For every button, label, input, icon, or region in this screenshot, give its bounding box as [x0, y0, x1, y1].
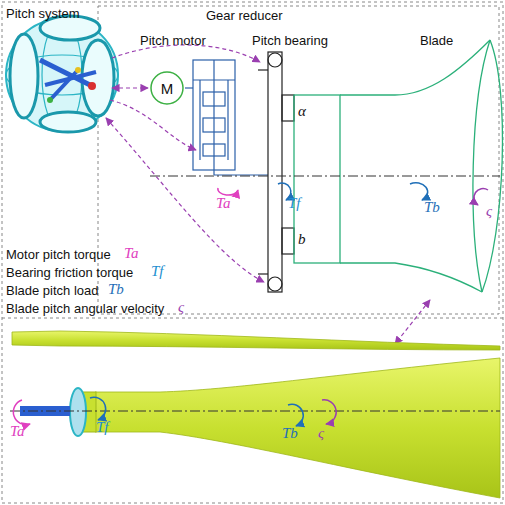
drawing-path [473, 40, 490, 292]
motor-symbol: M [161, 80, 174, 97]
velocity-arrow [322, 400, 336, 424]
point-label: α [298, 104, 306, 119]
velocity-symbol: ς [486, 204, 492, 219]
drawing-line [45, 72, 96, 85]
torque-symbol: Tb [282, 426, 298, 441]
velocity-symbol: ς [178, 300, 184, 315]
velocity-symbol: ς [318, 426, 324, 441]
drawing-circle [47, 97, 53, 103]
drawing-line [227, 80, 228, 160]
torque-arrow [90, 397, 106, 420]
blade-outline [294, 40, 502, 292]
drawing-rect [268, 52, 282, 292]
inner-frame [98, 6, 499, 314]
drawing-rect [282, 228, 294, 254]
drawing-ellipse [82, 40, 114, 116]
symbol-description: Bearing friction torque [6, 265, 133, 280]
drawing-path [482, 40, 502, 292]
drawing-rect [282, 95, 294, 121]
torque-symbol: Ta [10, 424, 24, 439]
drawing-circle [88, 82, 96, 90]
drawing-line [213, 60, 214, 175]
part-name: Blade [420, 33, 453, 48]
torque-symbol: Tb [108, 282, 124, 297]
part-name: Pitch system [6, 6, 80, 21]
torque-symbol: Ta [216, 196, 230, 211]
drawing-line [258, 69, 268, 70]
drawing-circle [268, 277, 282, 291]
axis-line [150, 176, 500, 177]
pitch-bearing-disc [70, 388, 86, 436]
motor-circle: M [150, 71, 184, 105]
drawing-rect [294, 95, 340, 263]
part-name: Pitch motor [140, 33, 206, 48]
blade-side-view [12, 331, 500, 350]
torque-symbol: Tf [151, 264, 164, 279]
drawing-line [50, 70, 78, 100]
drawing-path [340, 263, 482, 292]
part-name: Pitch bearing [252, 33, 328, 48]
leader-arrow [110, 100, 196, 150]
leader-arrow [106, 118, 264, 282]
symbol-description: Blade pitch angular velocity [6, 301, 164, 316]
blade-3d-view [95, 358, 500, 498]
leader-arrow [395, 300, 430, 344]
pitch-bearing [258, 52, 294, 292]
drawing-line [199, 80, 200, 160]
circle-shape [151, 72, 183, 104]
drawing-ellipse [40, 112, 96, 132]
leader-arrow [112, 87, 148, 88]
drive-shaft [20, 406, 70, 416]
torque-symbol: Tf [288, 196, 301, 211]
gear-reducer [185, 60, 268, 175]
symbol-description: Blade pitch load [6, 283, 99, 298]
drawing-path [340, 40, 490, 95]
drawing-ellipse [10, 34, 38, 118]
drawing-circle [75, 67, 81, 73]
torque-arrow [13, 400, 30, 425]
torque-symbol: Tf [96, 420, 109, 435]
pitch-system-hub [6, 16, 118, 132]
part-name: Gear reducer [206, 8, 283, 23]
point-label: b [298, 232, 306, 247]
torque-symbol: Tb [424, 200, 440, 215]
drawing-line [214, 174, 268, 175]
drawing-line [185, 87, 193, 88]
drawing-line [258, 273, 268, 274]
torque-arrow [410, 183, 428, 200]
divider-line [2, 318, 503, 319]
symbol-description: Motor pitch torque [6, 247, 111, 262]
axis-line [10, 411, 500, 412]
velocity-arrow [474, 188, 488, 205]
torque-symbol: Ta [124, 246, 138, 261]
drawing-circle [268, 53, 282, 67]
torque-arrow [288, 404, 303, 426]
torque-arrow [218, 188, 238, 195]
